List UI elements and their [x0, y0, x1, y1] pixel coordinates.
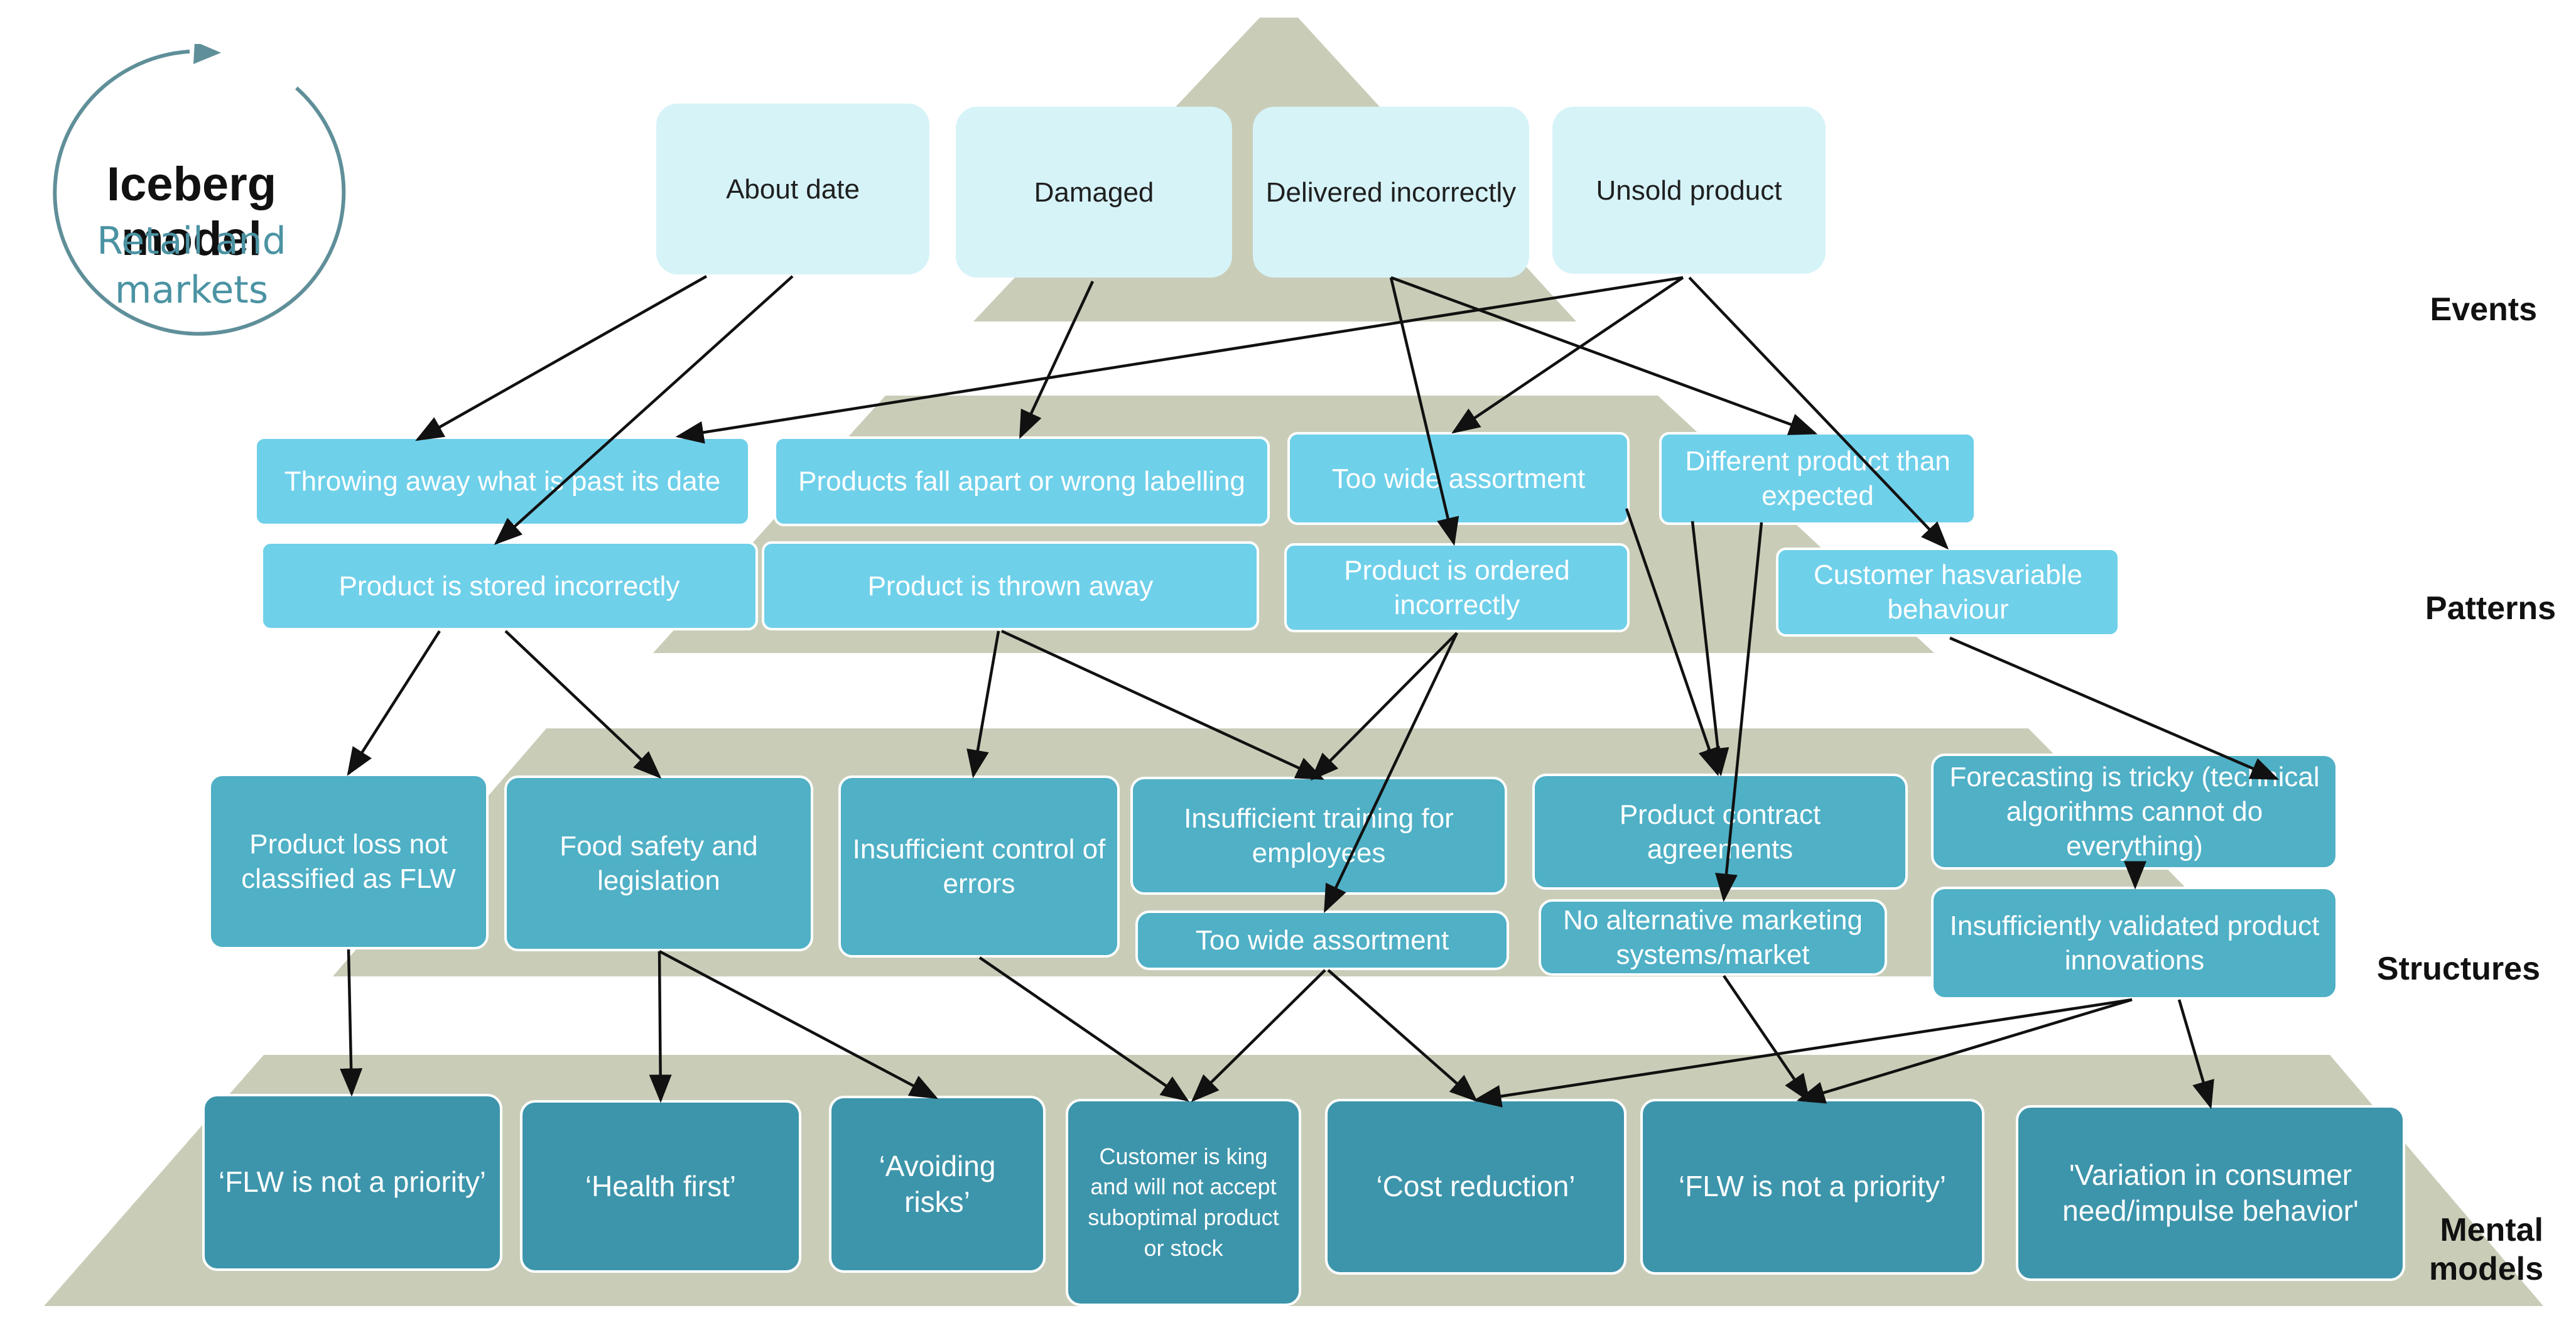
arrow-icon	[966, 630, 1000, 779]
event-box-damaged: Damaged	[956, 107, 1232, 278]
arrow-icon	[340, 949, 363, 1097]
pattern-box-different-product: Different product than expected	[1659, 432, 1976, 525]
arrow-icon	[658, 950, 938, 1099]
structure-box-no-alternative-marketing: No alternative marketing systems/market	[1539, 899, 1887, 976]
event-box-delivered-incorrectly: Delivered incorrectly	[1253, 107, 1529, 278]
arrow-icon	[1473, 998, 2133, 1108]
arrow-icon	[1323, 632, 1459, 914]
mental-box-variation-consumer-need: 'Variation in consumer need/impulse beha…	[2016, 1105, 2405, 1281]
structure-box-too-wide-assortment: Too wide assortment	[1135, 910, 1509, 970]
arrow-icon	[415, 275, 708, 441]
arrow-icon	[1390, 276, 1818, 435]
level-label-mental-models: Mental models	[2428, 1212, 2543, 1288]
level-label-patterns: Patterns	[2425, 590, 2556, 627]
arrow-icon	[1688, 276, 1949, 550]
mental-box-flw-not-priority-1: ‘FLW is not a priority’	[202, 1094, 502, 1271]
logo-subtitle: Retail and markets	[97, 219, 286, 312]
mental-box-avoiding-risks: ‘Avoiding risks’	[829, 1096, 1046, 1273]
arrow-icon	[1310, 632, 1458, 781]
level-label-structures: Structures	[2376, 951, 2540, 987]
arrow-icon	[675, 276, 1684, 444]
logo-title: Iceberg model	[106, 158, 277, 266]
arrow-icon	[1191, 969, 1326, 1103]
arrow-icon	[1019, 281, 1095, 440]
pattern-box-products-fall-apart: Products fall apart or wrong labelling	[774, 436, 1270, 526]
event-box-unsold-product: Unsold product	[1552, 107, 1826, 274]
arrow-icon	[1327, 969, 1478, 1102]
arrow-icon	[494, 275, 794, 546]
circular-arrow-icon	[53, 44, 346, 336]
arrow-icon	[1949, 636, 2280, 781]
arrow-icon	[1001, 629, 1325, 781]
arrow-icon	[347, 630, 441, 776]
arrow-icon	[2177, 999, 2214, 1110]
arrow-icon	[1715, 522, 1763, 902]
structure-box-insufficient-control: Insufficient control of errors	[838, 775, 1120, 958]
arrow-icon	[504, 630, 662, 779]
event-box-about-date: About date	[656, 104, 929, 274]
pattern-box-product-ordered-incorrectly: Product is ordered incorrectly	[1284, 543, 1630, 632]
structure-box-loss-not-classified: Product loss not classified as FLW	[208, 774, 489, 949]
level-label-events: Events	[2430, 291, 2537, 328]
arrow-icon	[1723, 975, 1810, 1103]
pattern-box-throwing-away-past-date: Throwing away what is past its date	[254, 436, 750, 526]
mental-box-flw-not-priority-2: ‘FLW is not a priority’	[1640, 1099, 1984, 1275]
arrow-icon	[1625, 508, 1720, 777]
pattern-box-product-thrown-away: Product is thrown away	[762, 541, 1259, 630]
arrow-icon	[1451, 276, 1684, 434]
structure-box-contract-agreements: Product contract agreements	[1532, 774, 1908, 890]
arrow-icon	[1691, 521, 1729, 777]
arrow-icon	[649, 951, 672, 1103]
pattern-box-product-stored-incorrectly: Product is stored incorrectly	[261, 541, 758, 630]
mental-box-health-first: ‘Health first’	[520, 1100, 801, 1273]
mental-box-cost-reduction: ‘Cost reduction’	[1325, 1099, 1626, 1275]
structure-box-unvalidated-innovations: Insufficiently validated product innovat…	[1931, 887, 2338, 1000]
arrow-icon	[978, 956, 1189, 1102]
arrow-icon	[1796, 998, 2133, 1104]
structure-box-food-safety: Food safety and legislation	[504, 775, 813, 951]
